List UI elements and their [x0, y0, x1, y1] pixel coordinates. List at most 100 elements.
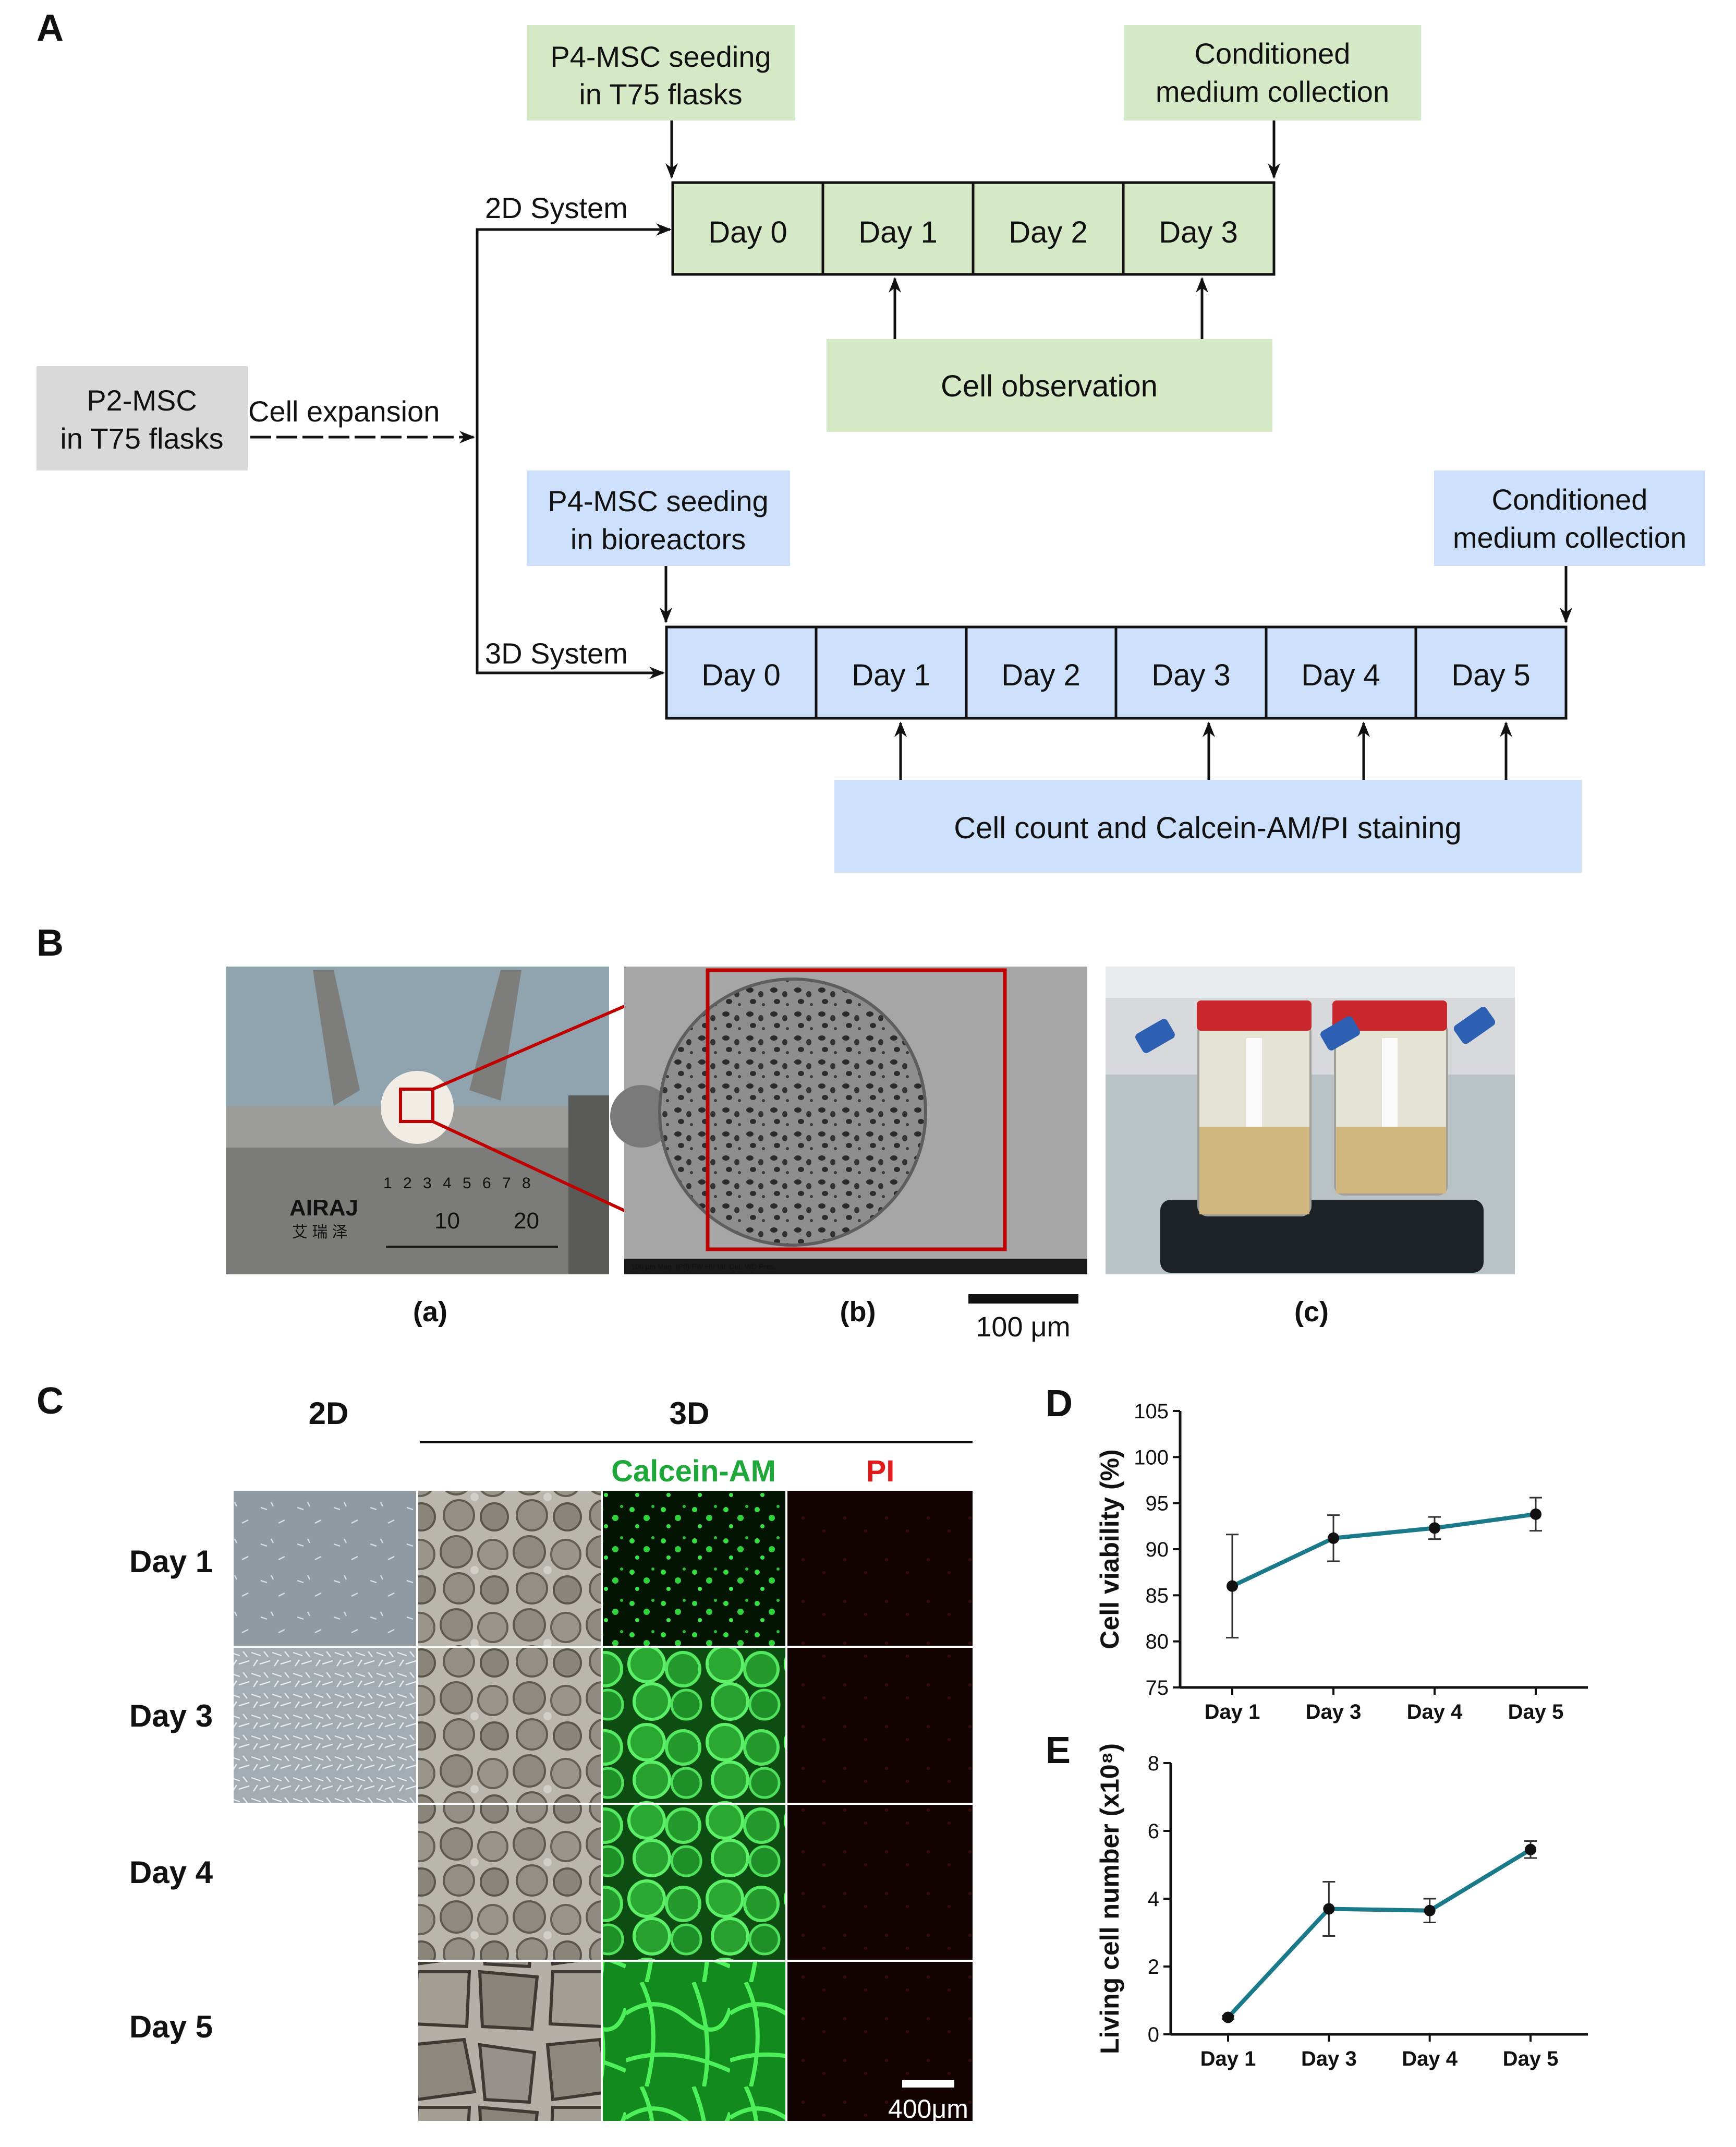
timeline-3d-day1: Day 1 — [852, 658, 931, 692]
observation-text: Cell observation — [941, 369, 1158, 403]
source-box-line1: P2-MSC — [87, 384, 197, 417]
cellnum-ytick-label-0: 0 — [1148, 2023, 1159, 2046]
caliper-scale-1: 1 — [383, 1175, 392, 1192]
panel-label-c: C — [37, 1380, 64, 1422]
c-header-calcein: Calcein-AM — [611, 1454, 776, 1488]
micrograph-2d-day1 — [234, 1491, 416, 1646]
caliper-scale-2: 2 — [403, 1175, 412, 1192]
seed-3d-line2: in bioreactors — [570, 523, 746, 556]
viability-xtick-label-0: Day 1 — [1205, 1700, 1260, 1723]
zoom-region-box — [399, 1088, 434, 1123]
seed-2d-line1: P4-MSC seeding — [550, 40, 771, 73]
sem-footer: 100 μm Mag. (Ptf) FW HV Int. Det. WD Pre… — [631, 1262, 776, 1271]
cellnum-ylabel: Living cell number (x10⁸) — [1095, 1743, 1124, 2054]
system-2d-label: 2D System — [485, 191, 628, 224]
staining-box: Cell count and Calcein-AM/PI staining — [834, 780, 1582, 873]
viability-point-0 — [1227, 1580, 1238, 1592]
panel-label-d: D — [1046, 1383, 1073, 1425]
timeline-3d-day2: Day 2 — [1001, 658, 1081, 692]
cellnum-xtick-label-1: Day 3 — [1301, 2047, 1357, 2070]
caliper-brand: AIRAJ — [289, 1195, 358, 1221]
micrograph-2d-day3 — [234, 1648, 416, 1803]
c-scalebar-label: 400μm — [888, 2094, 968, 2124]
timeline-3d-day3: Day 3 — [1151, 658, 1231, 692]
micrograph-bf-day5 — [418, 1962, 601, 2121]
viability-ytick-label-1: 80 — [1146, 1631, 1169, 1654]
viability-xtick-label-1: Day 3 — [1306, 1700, 1362, 1723]
seed-2d-line2: in T75 flasks — [579, 78, 742, 111]
collect-2d-box: Conditioned medium collection — [1124, 25, 1421, 120]
c-row-day1: Day 1 — [129, 1544, 213, 1579]
staining-text: Cell count and Calcein-AM/PI staining — [954, 811, 1462, 845]
caliper-scale-4: 4 — [443, 1175, 452, 1192]
viability-ytick-label-3: 90 — [1146, 1538, 1169, 1561]
c-header-pi: PI — [866, 1454, 895, 1488]
micrograph-bf-day4 — [418, 1805, 601, 1960]
branch-line-3d — [476, 437, 665, 679]
viability-ytick-label-0: 75 — [1146, 1676, 1169, 1699]
viability-ytick-label-5: 100 — [1134, 1446, 1169, 1469]
sem-zoom-box — [706, 968, 1007, 1251]
b-scalebar-label: 100 μm — [976, 1311, 1070, 1343]
cellnum-point-2 — [1424, 1904, 1436, 1916]
cell-expansion-label: Cell expansion — [248, 395, 440, 428]
viability-xtick-label-2: Day 4 — [1407, 1700, 1463, 1723]
timeline-2d-day2: Day 2 — [1009, 215, 1088, 249]
sem-image: 100 μm Mag. (Ptf) FW HV Int. Det. WD Pre… — [610, 967, 1087, 1274]
timeline-2d-day1: Day 1 — [858, 215, 938, 249]
viability-series-line — [1231, 1512, 1536, 1588]
micrograph-bf-day3 — [418, 1648, 601, 1803]
cellnum-xtick-label-3: Day 5 — [1503, 2047, 1559, 2070]
viability-point-3 — [1530, 1508, 1541, 1520]
cellnum-point-0 — [1222, 2011, 1234, 2023]
c-row-day4: Day 4 — [129, 1855, 213, 1890]
timeline-3d: Day 0 Day 1 Day 2 Day 3 Day 4 Day 5 — [665, 625, 1568, 720]
viability-ytick-label-4: 95 — [1146, 1492, 1169, 1515]
cellnum-xtick-label-0: Day 1 — [1200, 2047, 1256, 2070]
collect-3d-line1: Conditioned — [1492, 483, 1648, 516]
cellnum-point-1 — [1323, 1903, 1335, 1915]
panel-label-a: A — [37, 7, 64, 49]
micrograph-pi-day1 — [787, 1491, 973, 1646]
caliper-scale-5: 5 — [463, 1175, 471, 1192]
collect-3d-box: Conditioned medium collection — [1434, 471, 1705, 566]
cellnum-ytick-label-2: 4 — [1148, 1888, 1159, 1911]
collect-2d-line2: medium collection — [1156, 75, 1389, 108]
seed-3d-box: P4-MSC seeding in bioreactors — [527, 471, 790, 566]
micrograph-pi-day4 — [787, 1805, 973, 1960]
timeline-3d-day5: Day 5 — [1451, 658, 1531, 692]
micrograph-pi-day5 — [787, 1962, 973, 2121]
viability-xtick-label-3: Day 5 — [1508, 1700, 1564, 1723]
c-header-2d: 2D — [309, 1396, 349, 1431]
observation-box: Cell observation — [827, 339, 1272, 432]
timeline-3d-day4: Day 4 — [1301, 658, 1380, 692]
viability-ylabel: Cell viability (%) — [1095, 1449, 1124, 1649]
collect-2d-line1: Conditioned — [1195, 37, 1351, 70]
c-row-day5: Day 5 — [129, 2009, 213, 2044]
cellnum-ytick-label-1: 2 — [1148, 1956, 1159, 1979]
micrograph-pi-day3 — [787, 1648, 973, 1803]
timeline-2d: Day 0 Day 1 Day 2 Day 3 — [671, 181, 1276, 276]
panel-label-e: E — [1046, 1730, 1071, 1771]
timeline-3d-day0: Day 0 — [701, 658, 781, 692]
caliper-photo: 1 2 3 4 5 6 7 8 AIRAJ 艾 瑞 泽 10 20 — [226, 967, 609, 1274]
caliper-scale-3: 3 — [423, 1175, 432, 1192]
micrograph-calcein-day1 — [603, 1491, 785, 1646]
c-header-3d: 3D — [670, 1396, 710, 1431]
bioreactor-photo — [1106, 967, 1515, 1274]
caliper-scale-10: 10 — [434, 1208, 460, 1234]
timeline-2d-day3: Day 3 — [1159, 215, 1238, 249]
cellnum-xtick-label-2: Day 4 — [1402, 2047, 1458, 2070]
scaffold-disk — [381, 1071, 454, 1144]
label-b-c: (c) — [1294, 1296, 1329, 1328]
collect-3d-line2: medium collection — [1453, 521, 1686, 554]
viability-ytick-label-6: 105 — [1134, 1400, 1169, 1423]
seed-2d-box: P4-MSC seeding in T75 flasks — [527, 25, 795, 120]
system-3d-label: 3D System — [485, 637, 628, 670]
micrograph-bf-day1 — [418, 1491, 601, 1646]
viability-ytick-label-2: 85 — [1146, 1584, 1169, 1607]
viability-point-1 — [1328, 1532, 1339, 1544]
panel-label-b: B — [37, 922, 64, 964]
